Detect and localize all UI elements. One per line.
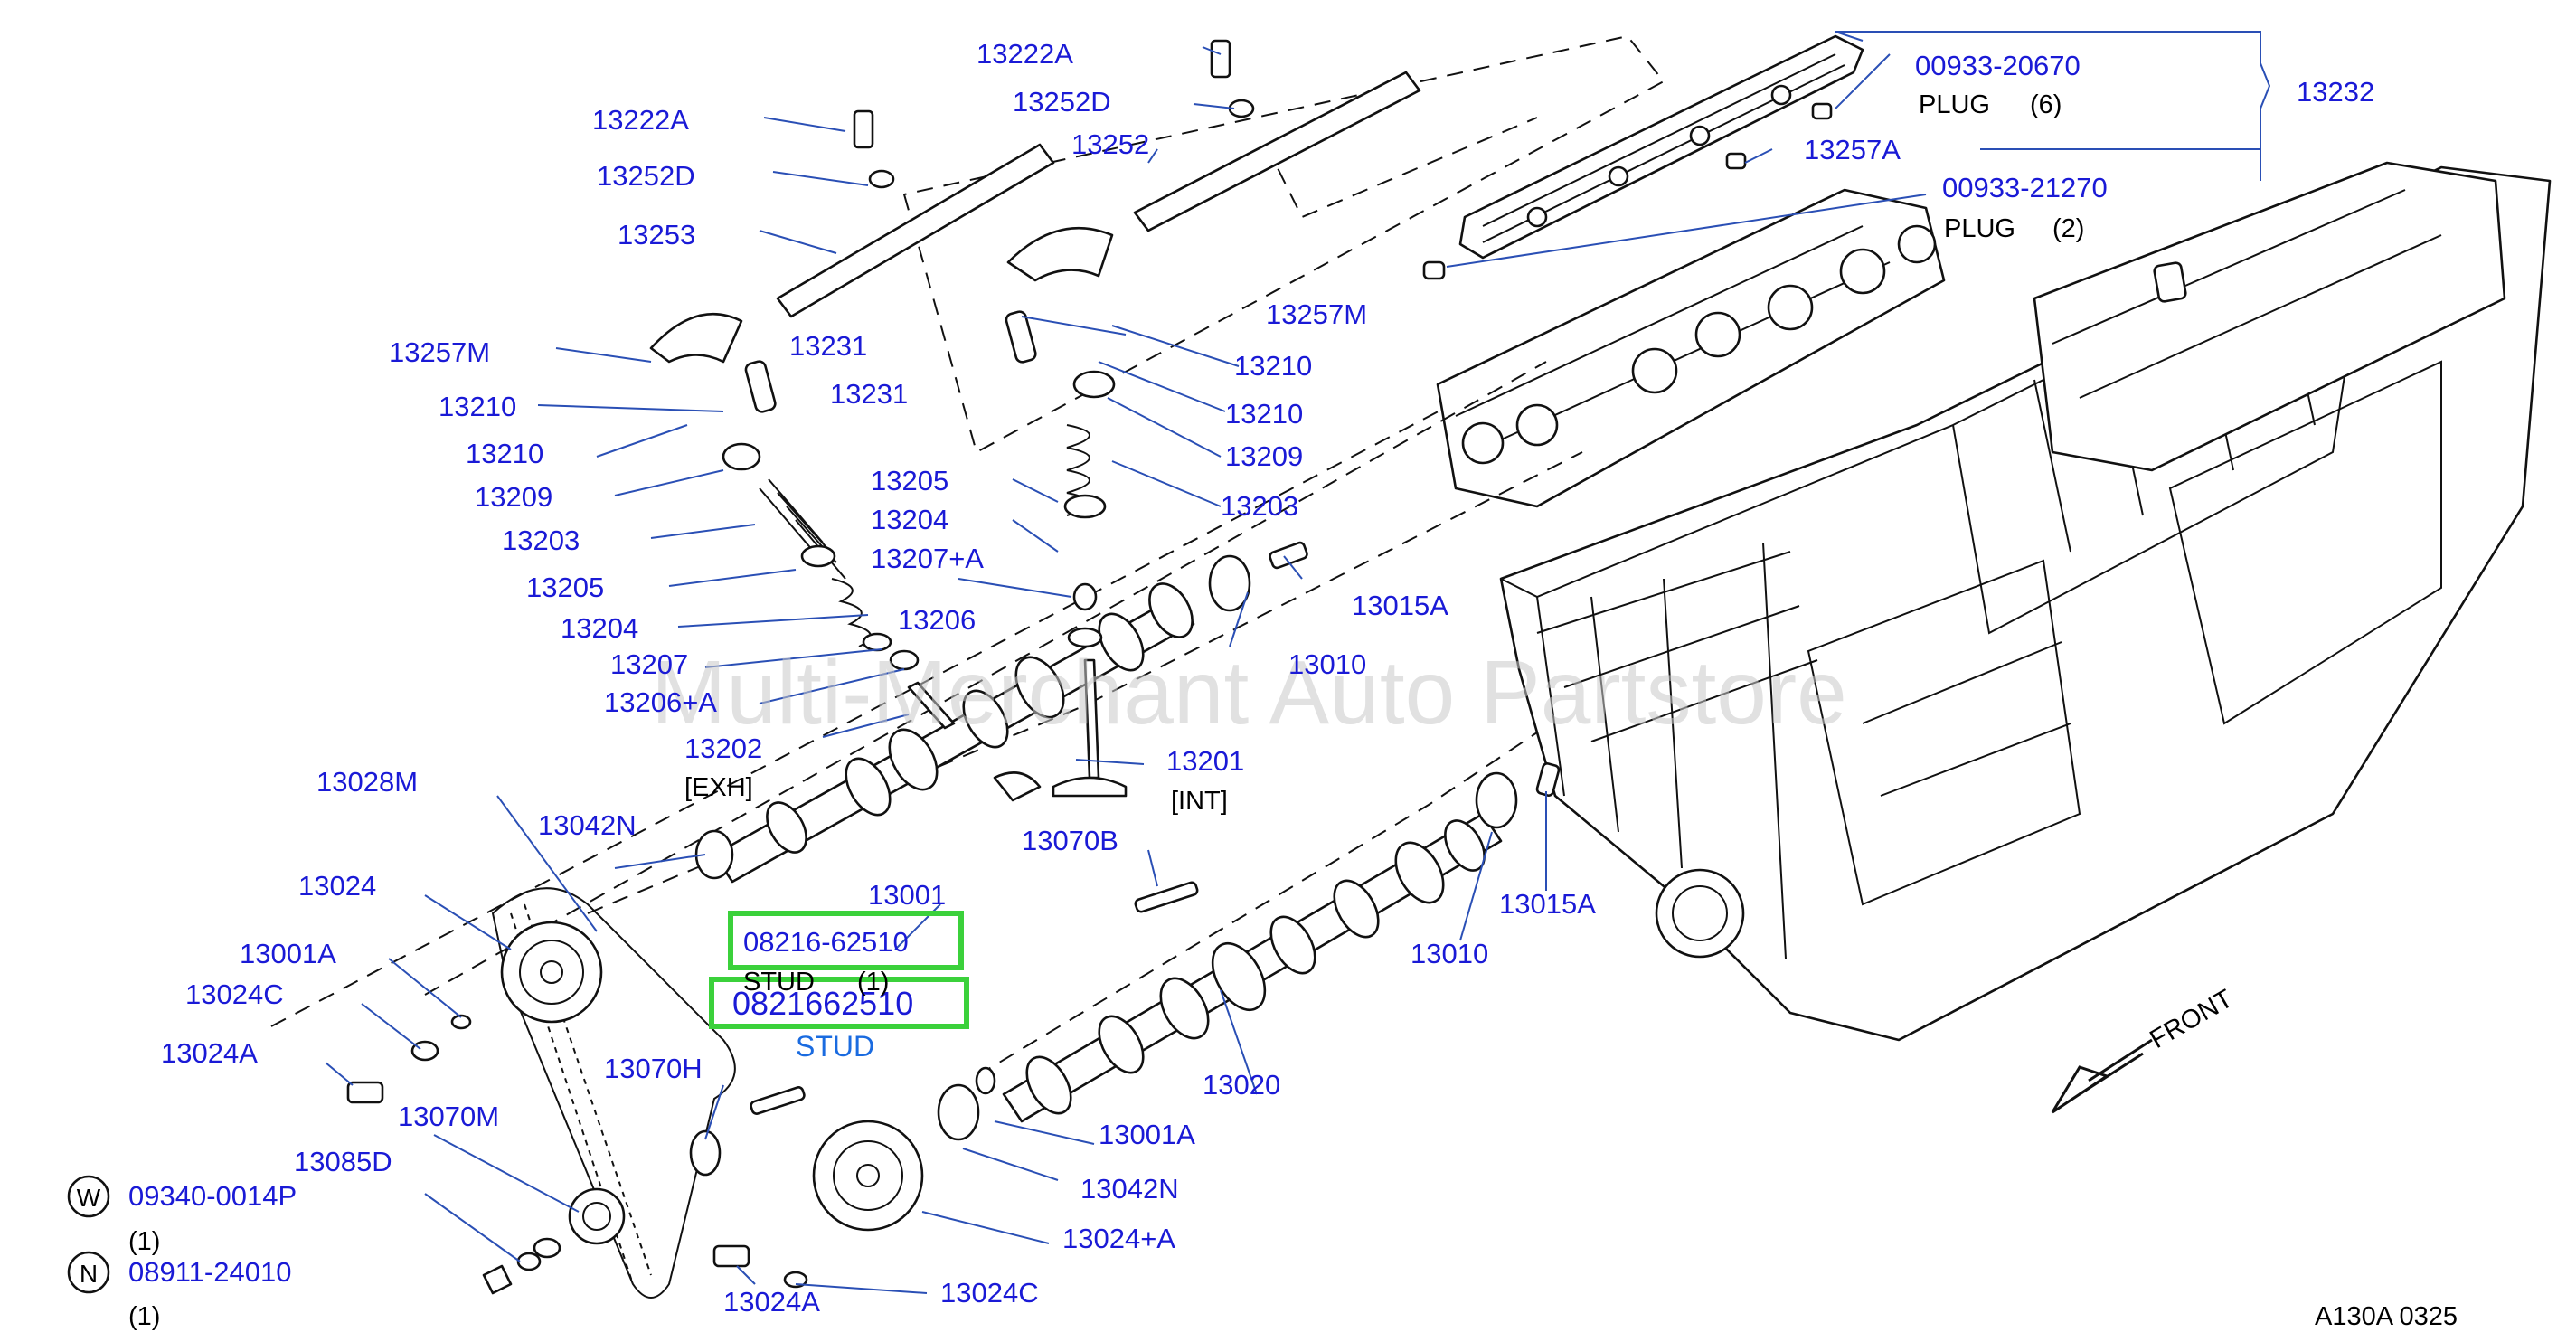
front-arrow-icon — [2051, 1038, 2153, 1114]
assembly-guide-lines — [270, 34, 1665, 1077]
label-13204-right[interactable]: 13204 — [871, 504, 948, 535]
label-13206A[interactable]: 13206+A — [604, 686, 717, 718]
label-13070M[interactable]: 13070M — [398, 1101, 499, 1132]
rocker-shafts-drawing — [776, 39, 1421, 318]
svg-text:N: N — [80, 1260, 98, 1288]
label-13070H[interactable]: 13070H — [604, 1053, 703, 1084]
label-13253[interactable]: 13253 — [618, 219, 695, 250]
label-13252[interactable]: 13252 — [1071, 128, 1149, 160]
diagram-code: A130A 0325 — [2315, 1302, 2458, 1331]
label-13252D-top[interactable]: 13252D — [1013, 86, 1111, 118]
label-13210-b[interactable]: 13210 — [466, 438, 543, 469]
label-13205-left[interactable]: 13205 — [526, 572, 604, 603]
note-stud: STUD — [743, 968, 815, 997]
label-13207-left[interactable]: 13207 — [610, 648, 688, 680]
label-13024[interactable]: 13024 — [298, 870, 376, 902]
highlight-box-08216-62510 — [728, 911, 964, 970]
label-13222A-top[interactable]: 13222A — [977, 38, 1073, 70]
note-plug-2: PLUG — [1944, 214, 2015, 243]
label-00933-21270[interactable]: 00933-21270 — [1942, 172, 2108, 203]
label-13206[interactable]: 13206 — [898, 604, 976, 636]
label-13024C-left[interactable]: 13024C — [185, 978, 284, 1010]
label-13203-right[interactable]: 13203 — [1221, 490, 1298, 522]
note-exh: [EXH] — [684, 773, 753, 802]
label-13028M[interactable]: 13028M — [316, 766, 418, 798]
note-plug-6: PLUG — [1919, 90, 1990, 119]
label-13203-left[interactable]: 13203 — [502, 525, 580, 556]
note-stud-qty: (1) — [857, 968, 889, 997]
timing-belt-drawing — [346, 541, 1561, 1299]
label-13222A-left[interactable]: 13222A — [592, 104, 689, 136]
label-stud-highlight: STUD — [796, 1030, 874, 1063]
highlight-box-0821662510 — [709, 977, 969, 1029]
label-13210-d[interactable]: 13210 — [1225, 398, 1303, 430]
label-13252D-left[interactable]: 13252D — [597, 160, 695, 192]
label-13209-left[interactable]: 13209 — [475, 481, 552, 513]
marker-w: W — [67, 1175, 110, 1218]
label-13024A-bottom[interactable]: 13024A — [723, 1286, 820, 1318]
part-notes: [EXH] [INT] PLUG (6) PLUG (2) STUD (1) (… — [128, 90, 2458, 1331]
label-13257M-right[interactable]: 13257M — [1266, 298, 1367, 330]
exhaust-camshaft-drawing — [712, 582, 1195, 884]
label-13015A-bottom[interactable]: 13015A — [1499, 888, 1596, 920]
note-int: [INT] — [1171, 787, 1228, 816]
label-09340-0014P[interactable]: 09340-0014P — [128, 1180, 297, 1212]
part-labels: 13222A 13252D 13252 13222A 13252D 13253 … — [128, 38, 2374, 1318]
label-13202[interactable]: 13202 — [684, 732, 762, 764]
label-13024C-right[interactable]: 13024C — [940, 1277, 1039, 1309]
label-13001A-right[interactable]: 13001A — [1099, 1119, 1195, 1150]
label-0821662510[interactable]: 0821662510 — [732, 985, 913, 1022]
svg-text:W: W — [77, 1184, 101, 1212]
label-13209-right[interactable]: 13209 — [1225, 440, 1303, 472]
label-13231-right[interactable]: 13231 — [830, 378, 908, 410]
front-label: FRONT — [2146, 984, 2239, 1054]
label-13015A-top[interactable]: 13015A — [1352, 590, 1448, 621]
label-08216-62510[interactable]: 08216-62510 — [743, 926, 909, 958]
marker-n: N — [67, 1251, 110, 1294]
label-13024A-left[interactable]: 13024A — [161, 1037, 258, 1069]
label-13024pA[interactable]: 13024+A — [1062, 1223, 1175, 1254]
note-w-qty: (1) — [128, 1227, 160, 1256]
label-13010-bottom[interactable]: 13010 — [1411, 938, 1488, 969]
note-n-qty: (1) — [128, 1302, 160, 1331]
label-13070B[interactable]: 13070B — [1022, 825, 1118, 856]
label-13210-c[interactable]: 13210 — [1234, 350, 1312, 382]
intake-camshaft-drawing — [1002, 812, 1503, 1123]
leader-lines — [325, 31, 2271, 1294]
label-13001A-left[interactable]: 13001A — [240, 938, 336, 969]
engine-block-drawing — [1422, 34, 2552, 1042]
label-00933-20670[interactable]: 00933-20670 — [1915, 50, 2081, 81]
label-13257A[interactable]: 13257A — [1804, 134, 1901, 165]
label-13257M-left[interactable]: 13257M — [389, 336, 490, 368]
label-13201[interactable]: 13201 — [1166, 745, 1244, 777]
valve-train-drawing — [649, 226, 1128, 802]
label-13204-left[interactable]: 13204 — [561, 612, 638, 644]
label-13210-a[interactable]: 13210 — [439, 391, 516, 422]
label-13001[interactable]: 13001 — [868, 879, 946, 911]
label-13232[interactable]: 13232 — [2297, 76, 2374, 108]
note-plug-6-qty: (6) — [2030, 90, 2062, 119]
note-plug-2-qty: (2) — [2052, 214, 2084, 243]
label-13010-top[interactable]: 13010 — [1288, 648, 1366, 680]
label-13085D[interactable]: 13085D — [294, 1146, 392, 1177]
label-13205-right[interactable]: 13205 — [871, 465, 948, 496]
label-13020[interactable]: 13020 — [1203, 1069, 1280, 1101]
label-13231-mid[interactable]: 13231 — [789, 330, 867, 362]
label-13042N-top[interactable]: 13042N — [538, 809, 637, 841]
label-13207A[interactable]: 13207+A — [871, 543, 984, 574]
label-08911-24010[interactable]: 08911-24010 — [128, 1256, 291, 1288]
label-13042N-bottom[interactable]: 13042N — [1080, 1173, 1179, 1205]
watermark-text: Multi-Merchant Auto Partstore — [651, 642, 1847, 743]
